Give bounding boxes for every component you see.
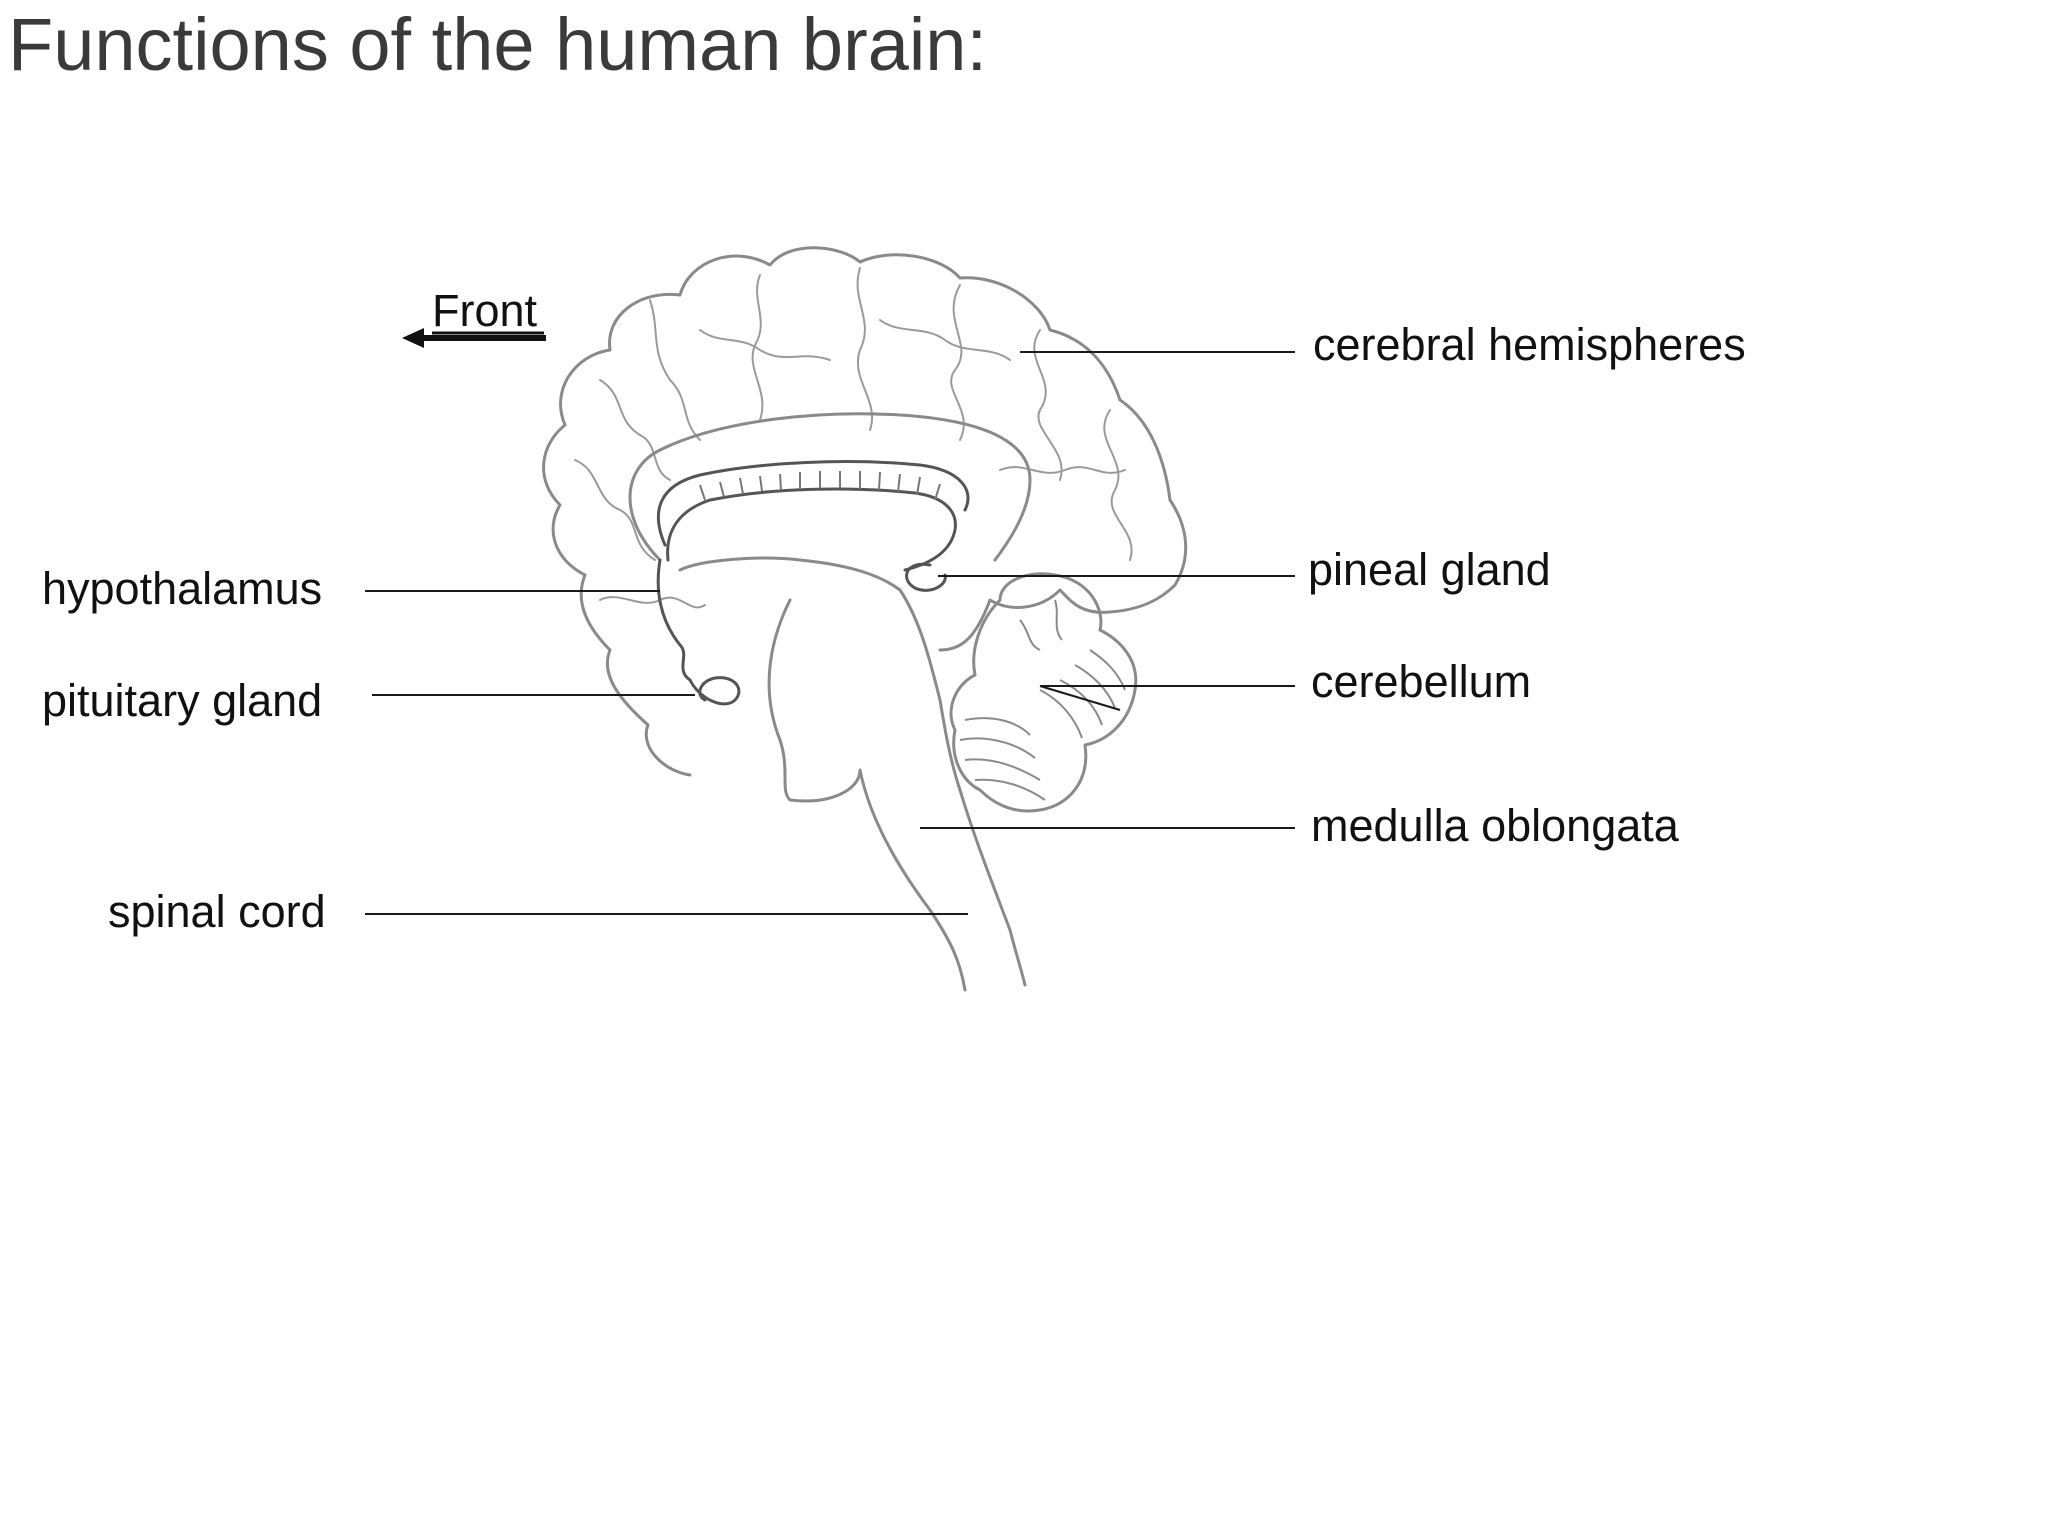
label-pituitary-gland: pituitary gland [42, 675, 322, 726]
label-medulla-oblongata: medulla oblongata [1311, 800, 1680, 851]
label-cerebellum: cerebellum [1311, 656, 1531, 707]
sulcus [1103, 409, 1133, 561]
cerebellum-outline [949, 572, 1138, 813]
pineal-gland-shape [905, 562, 947, 592]
label-spinal-cord: spinal cord [108, 886, 326, 937]
sulcus [699, 329, 831, 361]
sulcus [574, 459, 656, 561]
pituitary-shape [688, 676, 741, 706]
front-indicator: Front [402, 285, 546, 348]
sulcus [999, 466, 1126, 474]
brain-illustration [542, 246, 1188, 992]
cerebellum-folia [959, 599, 1126, 801]
sulcus [1033, 329, 1063, 481]
cerebrum-outline [542, 246, 1188, 777]
sulcus [649, 299, 701, 441]
slide-title: Functions of the human brain: [8, 3, 988, 86]
thalamus [678, 556, 902, 592]
sulcus [856, 267, 873, 431]
brainstem-back [898, 588, 1027, 987]
corpus-callosum-upper [656, 460, 970, 547]
sulcus [599, 596, 706, 609]
label-pineal-gland: pineal gland [1308, 544, 1551, 595]
label-cerebral-hemispheres: cerebral hemispheres [1313, 319, 1746, 370]
sulcus [599, 379, 671, 481]
label-hypothalamus: hypothalamus [42, 563, 322, 614]
corpus-callosum-lower [666, 487, 957, 572]
front-arrow-head-icon [402, 328, 424, 348]
sulcus [751, 274, 764, 421]
hypothalamus-shape [656, 558, 692, 682]
sulcus [950, 284, 965, 441]
sulcus [879, 319, 1011, 361]
brainstem-front [767, 598, 967, 992]
front-label: Front [432, 285, 538, 336]
cerebellum-leader-tip [1039, 685, 1121, 711]
corpus-callosum-hatching [699, 471, 941, 501]
cingulate-gyrus [628, 412, 1032, 562]
